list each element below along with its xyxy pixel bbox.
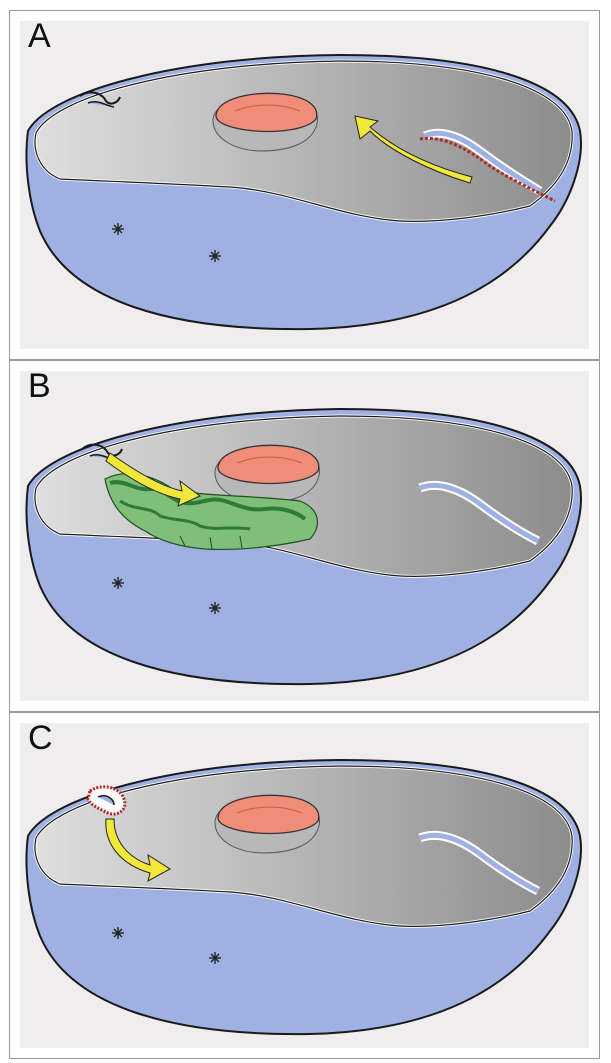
nucleus-top — [218, 445, 319, 483]
cell-diagram-c — [10, 713, 599, 1058]
panel-a: A — [9, 10, 600, 360]
cell-diagram-b — [10, 361, 599, 711]
nucleus — [213, 93, 318, 151]
panel-b: B — [9, 360, 600, 712]
panel-c: C — [9, 712, 600, 1059]
nucleus-top — [216, 93, 317, 131]
nucleus — [215, 795, 320, 853]
cell-diagram-a — [10, 11, 599, 359]
nucleus-top — [218, 795, 319, 833]
nucleus — [215, 445, 320, 503]
